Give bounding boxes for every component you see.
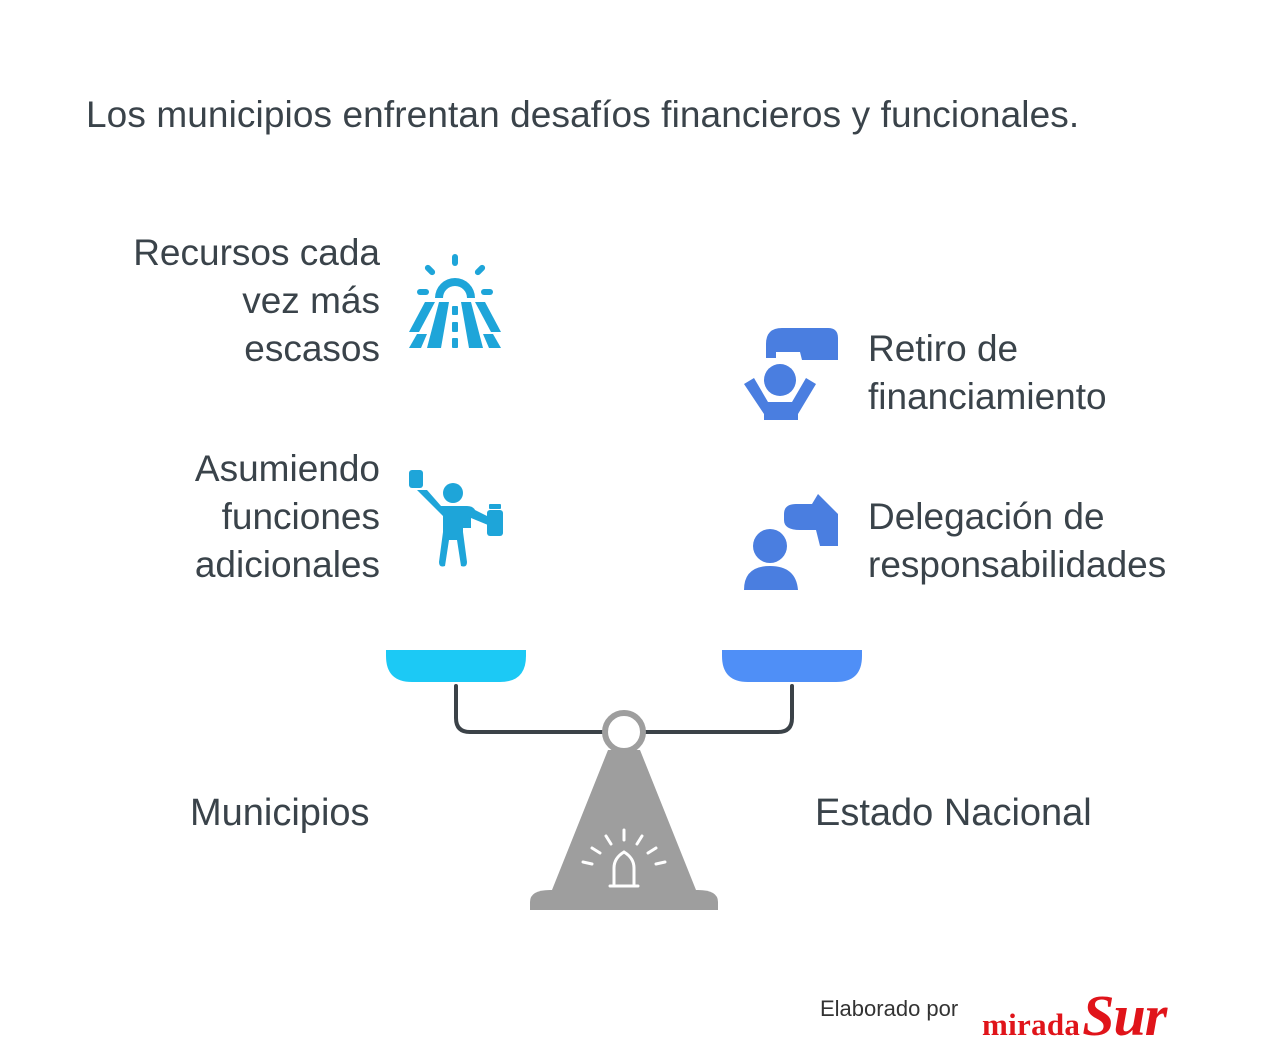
label-recursos-escasos: Recursos cada vez más escasos bbox=[133, 232, 380, 369]
logo-mirada: mirada bbox=[982, 1007, 1081, 1042]
scale-pivot bbox=[602, 710, 646, 754]
balance-scale bbox=[386, 650, 862, 910]
sun-road-icon bbox=[409, 254, 501, 348]
scale-base bbox=[530, 890, 718, 910]
alarm-light-icon bbox=[581, 828, 667, 888]
left-pan bbox=[386, 650, 526, 682]
scale-beam bbox=[454, 684, 794, 734]
pointing-hand-person-icon bbox=[744, 494, 838, 590]
logo-sur: Sur bbox=[1082, 983, 1167, 1048]
miradasur-logo: miradaSur bbox=[982, 982, 1167, 1049]
label-funciones-adicionales: Asumiendo funciones adicionales bbox=[194, 448, 380, 585]
scale-stand bbox=[552, 750, 696, 890]
label-retiro-financiamiento: Retiro de financiamiento bbox=[868, 328, 1107, 417]
side-label-estado-nacional: Estado Nacional bbox=[815, 792, 1092, 834]
juggling-person-icon bbox=[409, 470, 503, 567]
side-label-municipios: Municipios bbox=[190, 792, 370, 834]
label-delegacion-responsabilidades: Delegación de responsabilidades bbox=[868, 496, 1167, 585]
hand-over-person-icon bbox=[744, 328, 838, 420]
right-pan bbox=[722, 650, 862, 682]
credit-text: Elaborado por bbox=[820, 996, 959, 1021]
diagram-title: Los municipios enfrentan desafíos financ… bbox=[86, 94, 1080, 135]
